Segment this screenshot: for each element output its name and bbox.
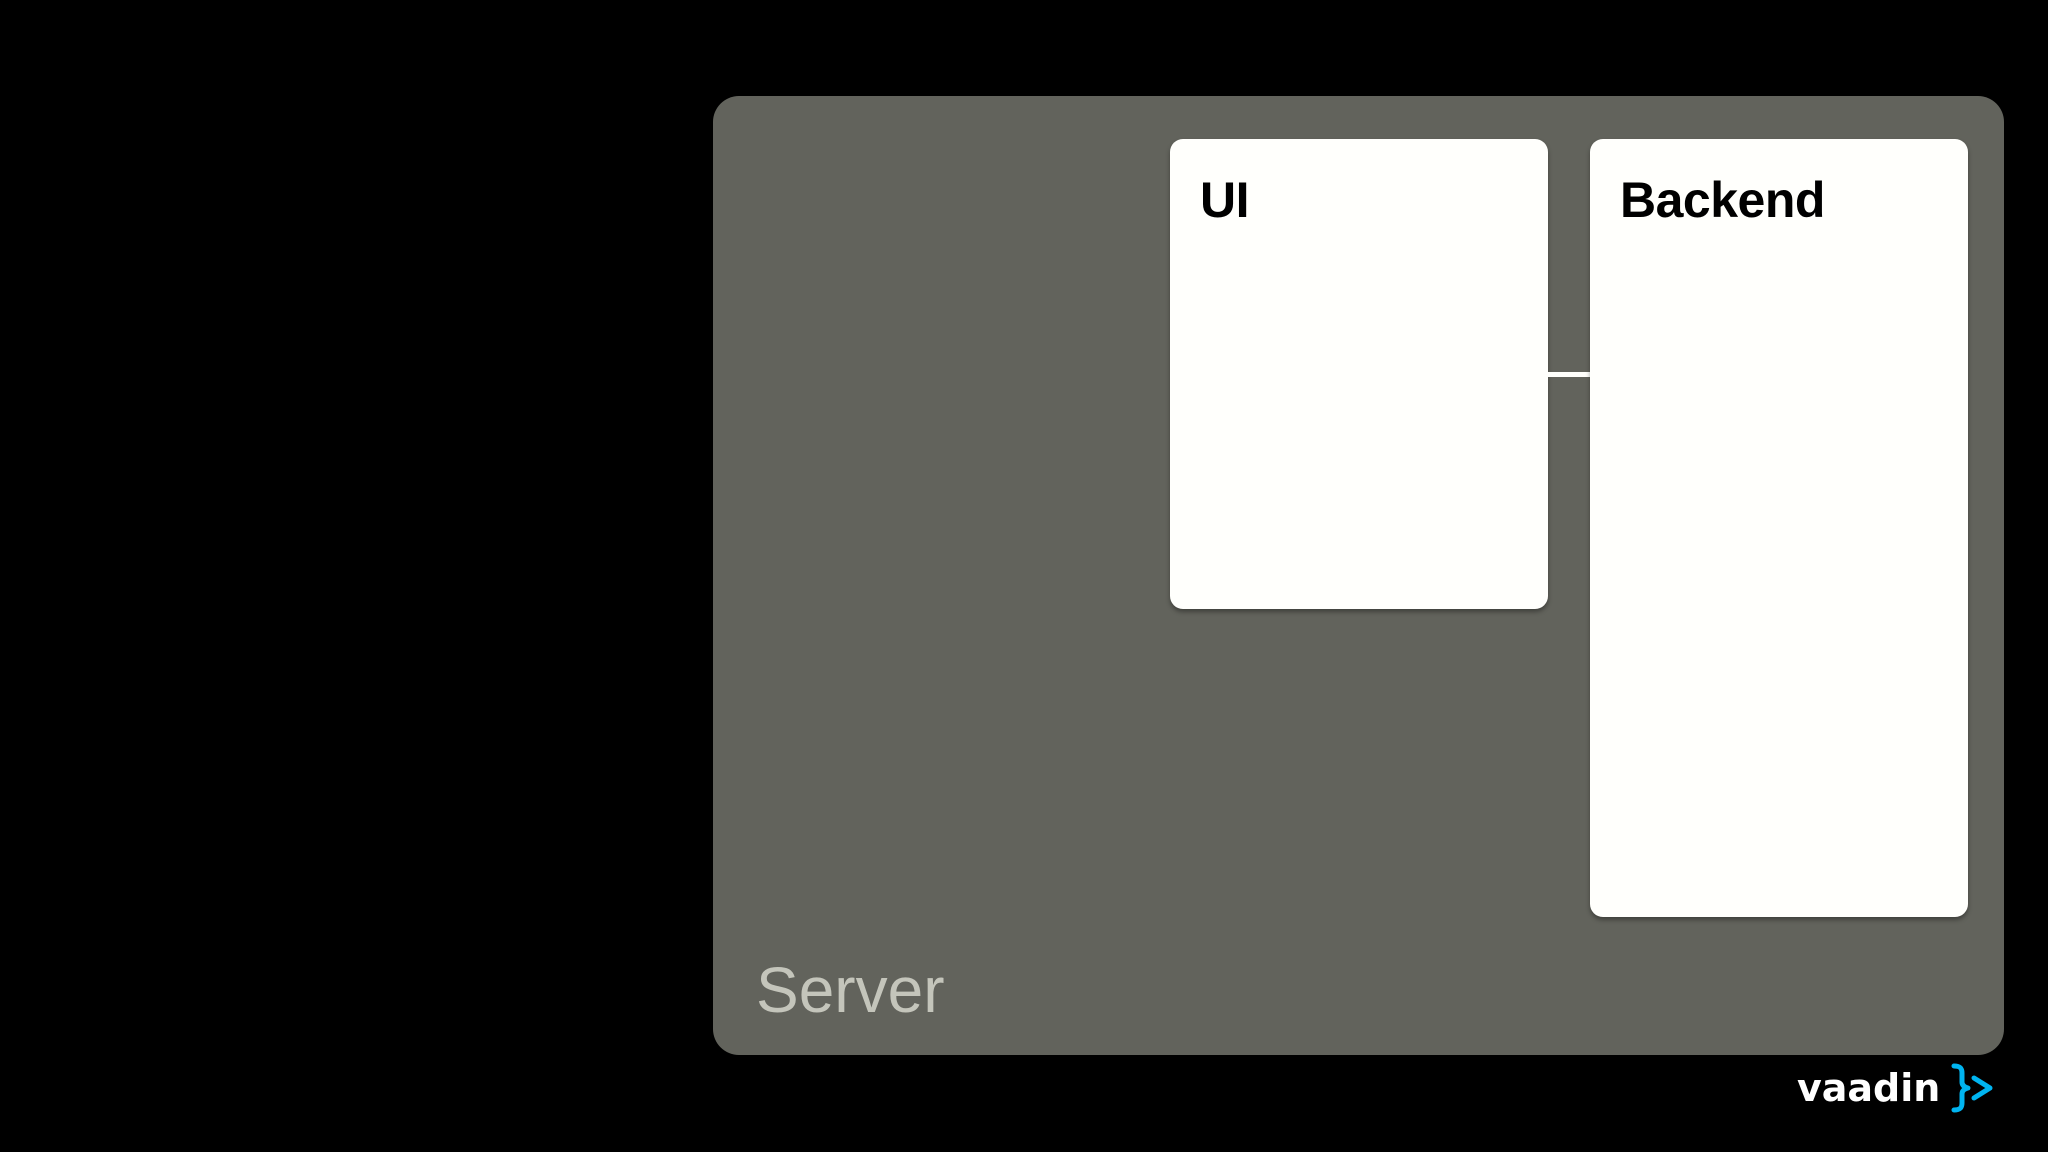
vaadin-logo: vaadin <box>1797 1062 1996 1114</box>
ui-box: UI <box>1170 139 1548 609</box>
server-container: UI Backend Server <box>713 96 2004 1055</box>
backend-box-title: Backend <box>1620 172 1825 228</box>
ui-box-title: UI <box>1200 172 1250 228</box>
vaadin-bracket-arrow-icon <box>1951 1063 1993 1113</box>
vaadin-wordmark: vaadin <box>1797 1066 1941 1110</box>
backend-box: Backend <box>1590 139 1968 917</box>
server-label: Server <box>756 954 945 1026</box>
ui-backend-connector <box>1548 372 1590 377</box>
